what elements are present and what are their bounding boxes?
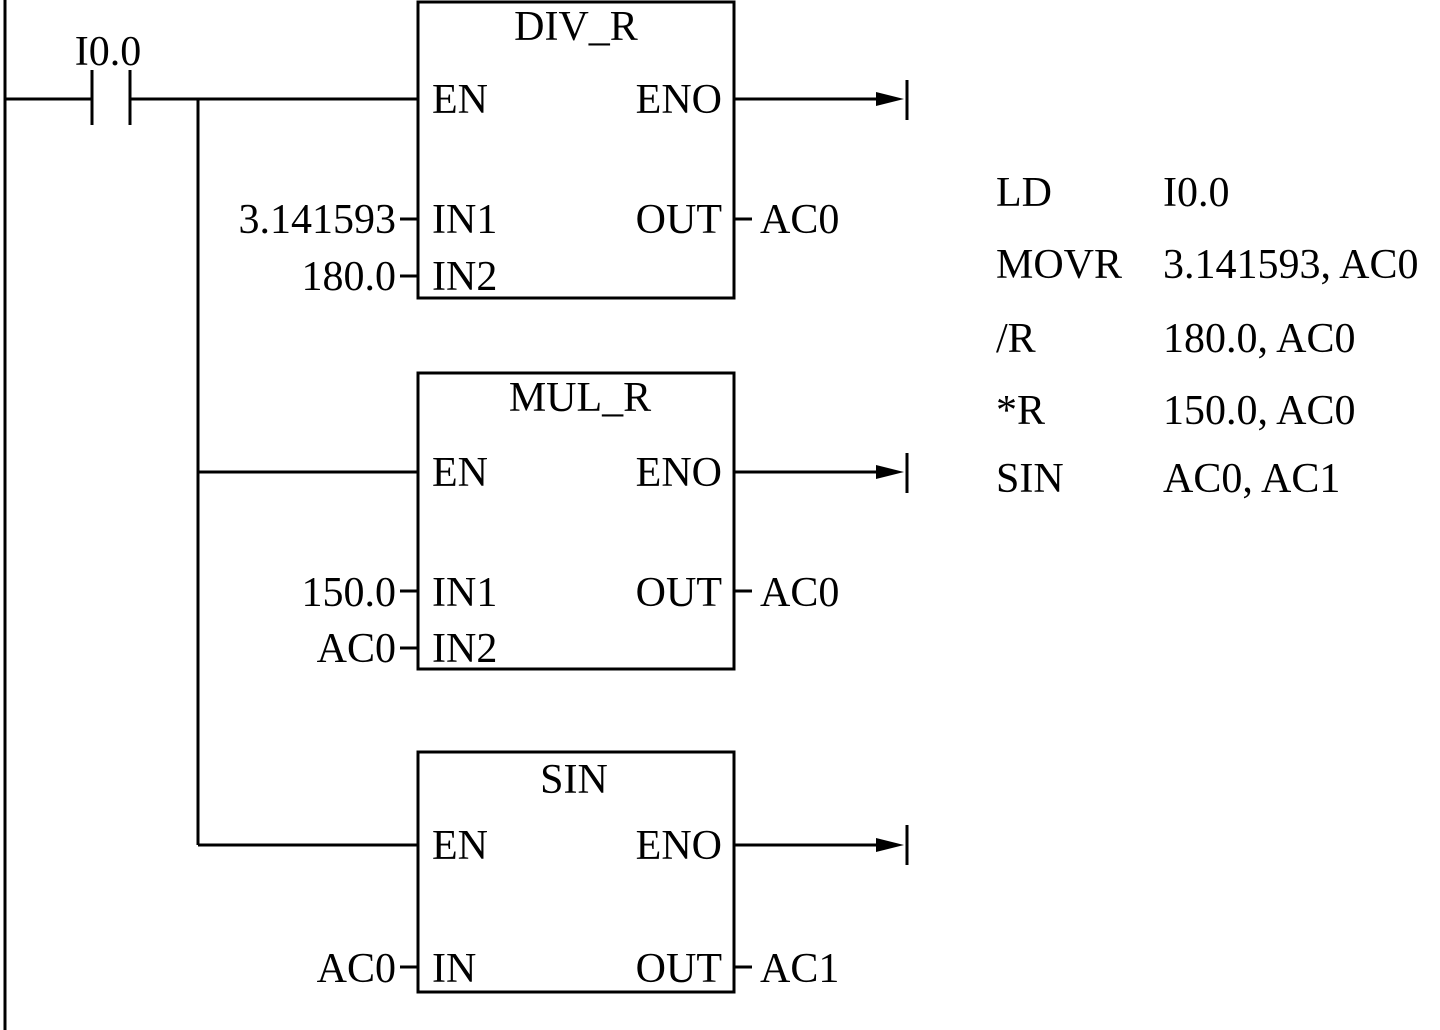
- block-box: [416, 750, 736, 994]
- output-value: AC1: [760, 946, 839, 992]
- pin-out: OUT: [636, 570, 722, 616]
- input-value-in2: 180.0: [302, 254, 397, 300]
- input-value-in: AC0: [317, 946, 396, 992]
- pin-en: EN: [432, 77, 488, 123]
- pin-en: EN: [432, 823, 488, 869]
- arrow-head-icon: [876, 92, 904, 106]
- pin-eno: ENO: [636, 77, 722, 123]
- output-value: AC0: [760, 570, 839, 616]
- input-value-in1: 3.141593: [239, 197, 397, 243]
- pin-in: IN: [432, 946, 476, 992]
- input-value-in1: 150.0: [302, 570, 397, 616]
- pin-in2: IN2: [432, 254, 497, 300]
- pin-eno: ENO: [636, 450, 722, 496]
- contact-i0-0[interactable]: I0.0: [5, 29, 418, 125]
- block-box: [416, 0, 736, 300]
- pin-in1: IN1: [432, 197, 497, 243]
- block-title: DIV_R: [514, 4, 638, 50]
- pin-eno: ENO: [636, 823, 722, 869]
- pin-out: OUT: [636, 946, 722, 992]
- contact-label: I0.0: [75, 29, 142, 75]
- pin-en: EN: [432, 450, 488, 496]
- block-title: SIN: [540, 757, 608, 803]
- block-mul-r[interactable]: MUL_R EN ENO IN1 IN2 OUT 150.0 AC0 AC0: [302, 371, 909, 672]
- arrow-head-icon: [876, 465, 904, 479]
- arrow-head-icon: [876, 838, 904, 852]
- block-title: MUL_R: [509, 375, 651, 421]
- pin-in2: IN2: [432, 626, 497, 672]
- input-value-in2: AC0: [317, 626, 396, 672]
- block-box: [416, 371, 736, 671]
- pin-out: OUT: [636, 197, 722, 243]
- pin-in1: IN1: [432, 570, 497, 616]
- block-sin[interactable]: SIN EN ENO IN OUT AC0 AC1: [317, 750, 909, 994]
- block-div-r[interactable]: DIV_R EN ENO IN1 IN2 OUT 3.141593 180.0 …: [239, 0, 909, 300]
- output-value: AC0: [760, 197, 839, 243]
